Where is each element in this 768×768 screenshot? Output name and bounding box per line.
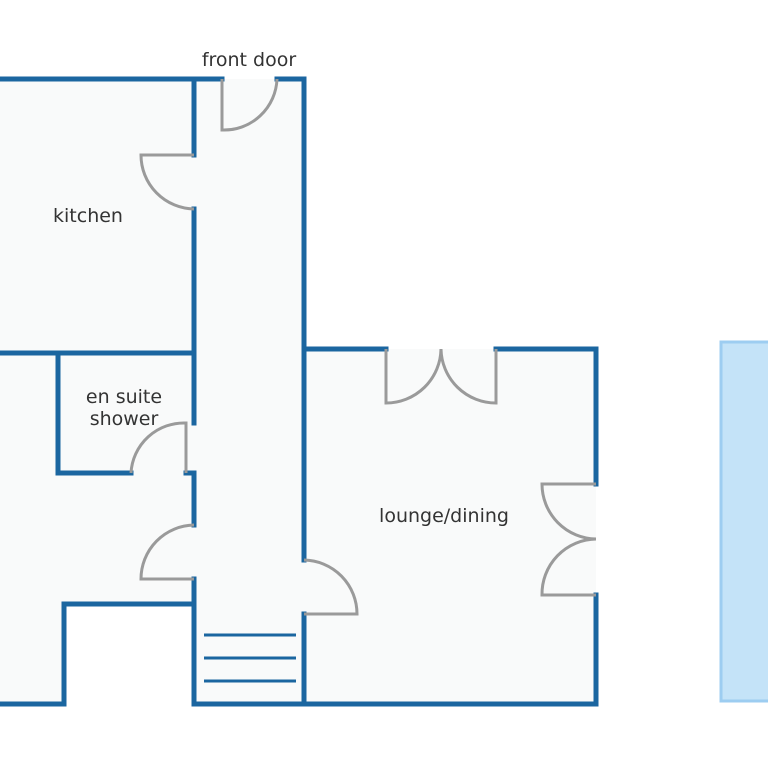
french-doors-side-icon bbox=[540, 482, 597, 597]
kitchen-floor bbox=[0, 79, 194, 353]
floor-fill bbox=[0, 79, 596, 704]
lounge-door-icon bbox=[303, 558, 359, 616]
walls bbox=[0, 76, 599, 707]
bedroom-door-icon bbox=[139, 523, 195, 581]
hallway-floor bbox=[194, 79, 304, 704]
kitchen-door-icon bbox=[139, 153, 195, 211]
shower-door-icon bbox=[129, 421, 188, 474]
french-doors-top-icon bbox=[384, 348, 498, 405]
en-suite-label: en suite bbox=[86, 386, 162, 408]
front-door-icon bbox=[220, 78, 279, 132]
lounge-dining-label: lounge/dining bbox=[379, 505, 509, 527]
stairs-icon bbox=[204, 633, 296, 683]
doors bbox=[129, 78, 597, 616]
front-door-label: front door bbox=[202, 49, 297, 71]
pool bbox=[719, 340, 768, 703]
kitchen-label: kitchen bbox=[53, 205, 123, 227]
lounge-floor bbox=[304, 349, 596, 704]
shower-label: shower bbox=[90, 408, 159, 430]
